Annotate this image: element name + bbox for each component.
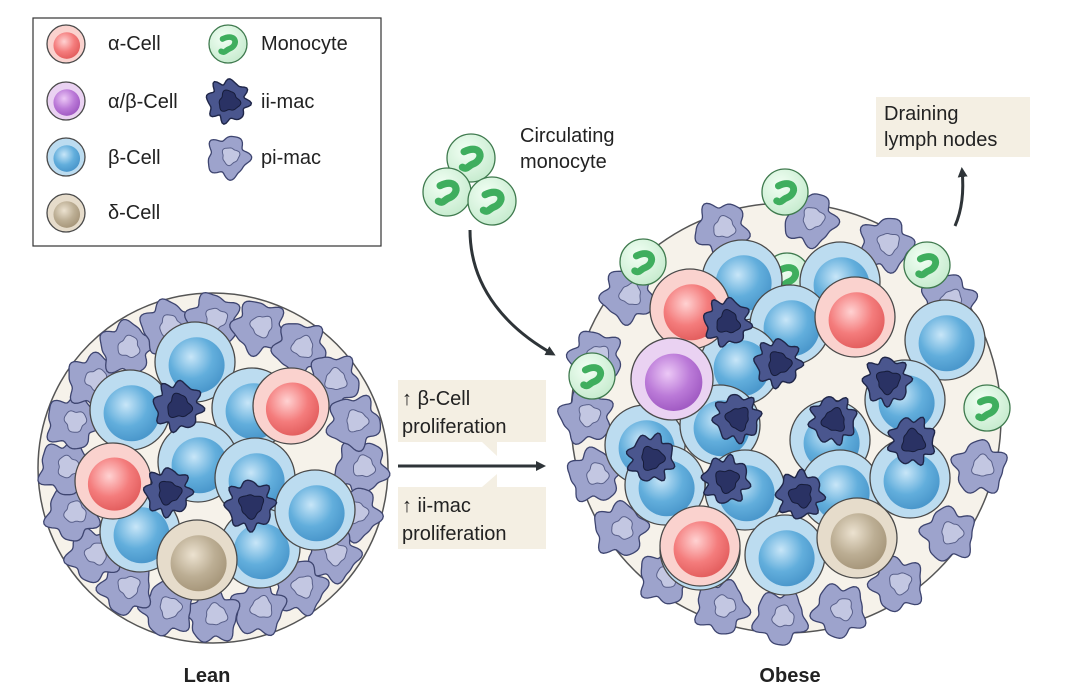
iimac-prolif-label-box (398, 487, 546, 549)
circulating-monocyte-label-line2: monocyte (520, 151, 607, 173)
lean-alpha-cell (74, 442, 152, 520)
lean-pi-mac (99, 318, 157, 375)
lean-ii-mac (152, 379, 206, 434)
obese-ii-mac (711, 393, 763, 445)
obese-alpha-cell (814, 276, 896, 358)
obese-pi-mac (594, 499, 651, 556)
obese-pi-mac (784, 193, 841, 250)
circulating-monocyte-cluster (422, 133, 517, 226)
legend-icons (46, 24, 253, 233)
obese-ii-mac (886, 416, 936, 467)
lean-pi-mac (229, 300, 285, 358)
obese-beta-cell (869, 437, 951, 519)
legend-label-delta-cell: δ-Cell (108, 202, 160, 224)
obese-ii-mac (625, 432, 676, 482)
obese-monocyte (903, 241, 951, 289)
obese-monocyte (963, 384, 1011, 432)
iimac-prolif-box-tail (482, 474, 497, 487)
lean-delta-cell (156, 519, 238, 601)
lean-islet-cells (37, 291, 391, 643)
legend: α-Cell α/β-Cell β-Cell δ-Cell Monocyte i… (32, 17, 382, 247)
draining-lymph-label-line1: Draining (884, 103, 958, 125)
lean-islet (37, 291, 391, 644)
beta-cell-prolif-label-line2: proliferation (402, 416, 507, 438)
lean-label: Lean (184, 665, 231, 687)
legend-monocyte-icon (208, 24, 248, 64)
legend-label-alpha-cell: α-Cell (108, 33, 161, 55)
obese-pi-mac (859, 217, 916, 274)
beta-prolif-label-box (398, 380, 546, 442)
lean-ii-mac (223, 479, 278, 533)
lean-ii-mac (142, 467, 195, 519)
monocyte-recruitment-arrow (468, 229, 556, 356)
circulating-monocyte (467, 176, 517, 226)
legend-ii-mac-icon (205, 78, 253, 125)
obese-monocyte (619, 238, 667, 286)
lymph-node-arrow (953, 167, 968, 227)
lean-alpha-cell (252, 367, 330, 445)
legend-label-beta-cell: β-Cell (108, 147, 161, 169)
obese-beta-cell (744, 514, 826, 596)
obese-ii-mac (861, 356, 914, 408)
obese-label: Obese (759, 665, 820, 687)
obese-islet-cells (557, 168, 1011, 646)
obese-alpha-cell (659, 505, 741, 587)
draining-lymph-label-line2: lymph nodes (884, 129, 997, 151)
obese-ii-mac (807, 395, 858, 446)
lean-beta-cell (274, 469, 356, 551)
legend-label-ii-mac: ii-mac (261, 91, 314, 113)
lean-pi-mac (334, 441, 391, 498)
obese-ii-mac (753, 337, 805, 390)
lean-pi-mac (183, 587, 241, 643)
obese-ii-mac (700, 453, 752, 504)
legend-beta-cell-icon (46, 137, 86, 177)
obese-monocyte (761, 168, 809, 216)
beta-cell-prolif-label-line1: ↑ β-Cell (402, 388, 470, 410)
legend-label-pi-mac: pi-mac (261, 147, 321, 169)
obese-delta-cell (816, 497, 898, 579)
lean-beta-cell (154, 321, 236, 403)
obese-ii-mac (702, 296, 754, 348)
obese-pi-mac (950, 439, 1008, 494)
obese-beta-cell (904, 299, 986, 381)
legend-label-alpha-beta-cell: α/β-Cell (108, 91, 178, 113)
draining-label-box (876, 97, 1030, 157)
legend-frame (32, 17, 382, 247)
obese-alpha-beta-cell (630, 337, 714, 421)
iimac-prolif-label-line1: ↑ ii-mac (402, 495, 471, 517)
obese-pi-mac (694, 578, 752, 635)
lean-pi-mac (325, 394, 382, 453)
circulating-monocyte (422, 167, 472, 217)
legend-pi-mac-icon (207, 135, 253, 181)
obese-islet (557, 168, 1011, 646)
legend-alpha-cell-icon (46, 24, 86, 64)
legend-label-monocyte: Monocyte (261, 33, 348, 55)
circulating-monocyte-label-line1: Circulating (520, 125, 614, 147)
lean-pi-mac (95, 559, 152, 616)
obese-pi-mac (809, 583, 867, 639)
circulating-monocyte (446, 133, 496, 183)
obese-pi-mac (918, 505, 975, 562)
legend-alpha-beta-cell-icon (46, 81, 86, 121)
iimac-prolif-label-line2: proliferation (402, 523, 507, 545)
obese-monocyte (568, 352, 616, 400)
legend-delta-cell-icon (46, 193, 86, 233)
obese-ii-mac (774, 468, 827, 520)
beta-prolif-box-tail (482, 442, 497, 456)
